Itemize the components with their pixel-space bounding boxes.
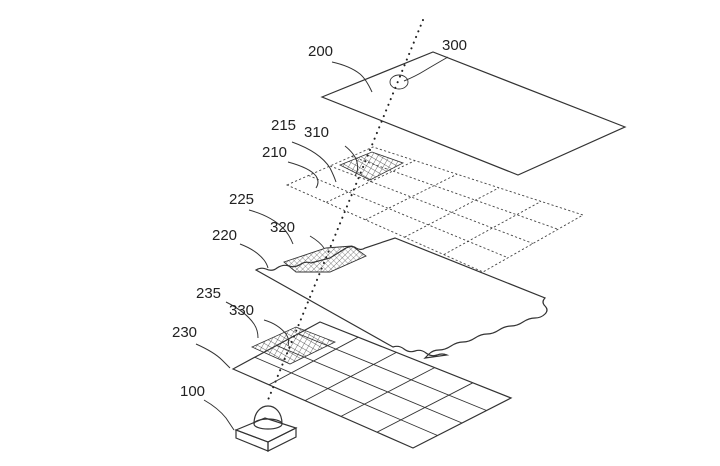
label-235: 235 — [196, 285, 221, 302]
grid-line — [298, 333, 487, 411]
grid-line — [329, 165, 534, 244]
grid-line — [276, 345, 463, 424]
region-330-hatched — [251, 326, 337, 365]
label-230: 230 — [172, 324, 197, 341]
label-300: 300 — [442, 37, 467, 54]
grid-line — [254, 356, 438, 436]
device-100 — [234, 405, 298, 452]
label-225: 225 — [229, 191, 254, 208]
grid-line — [376, 382, 474, 433]
grid-line — [404, 187, 500, 238]
label-330: 330 — [229, 302, 254, 319]
label-215: 215 — [271, 117, 296, 134]
optical-axis — [267, 19, 424, 401]
grid-line — [443, 201, 542, 255]
region-310-hatched — [339, 151, 405, 181]
region-320-hatched — [283, 245, 367, 273]
layer-230-solid-grid — [231, 321, 513, 449]
label-220: 220 — [212, 227, 237, 244]
region-300-circle — [389, 74, 409, 90]
grid-line — [308, 175, 509, 259]
grid-line — [326, 160, 416, 203]
reference-labels: 200 300 215 310 210 225 220 320 235 330 … — [172, 37, 467, 400]
grid-line — [340, 367, 435, 417]
label-210: 210 — [262, 144, 287, 161]
label-200: 200 — [308, 43, 333, 60]
leader-lines — [195, 56, 449, 431]
layer-220-wavy-sheet — [254, 237, 548, 359]
label-310: 310 — [304, 124, 329, 141]
grid-line — [304, 352, 397, 401]
label-320: 320 — [270, 219, 295, 236]
label-100: 100 — [180, 383, 205, 400]
grid-line — [365, 173, 458, 221]
grid-line — [268, 336, 359, 386]
layer-200-top-plate — [320, 51, 627, 176]
